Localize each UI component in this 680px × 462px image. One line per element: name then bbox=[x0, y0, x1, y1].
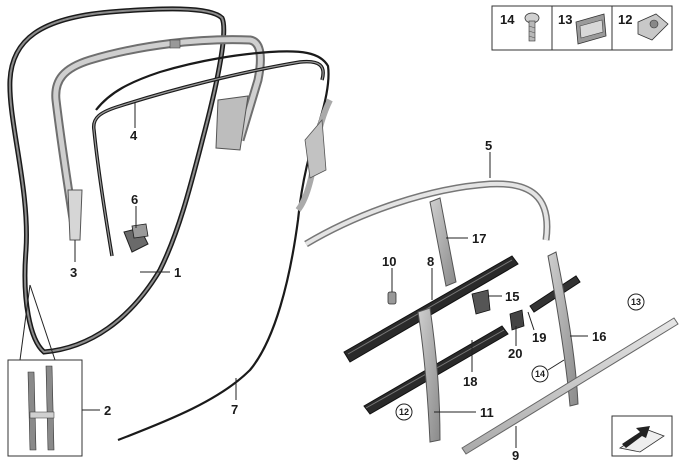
circled-ref-14-text: 14 bbox=[535, 369, 545, 379]
door-seal-part-1 bbox=[7, 6, 227, 355]
label-part-17: 17 bbox=[472, 231, 486, 246]
bracket-part-15 bbox=[471, 289, 491, 315]
upper-channel-part-8 bbox=[343, 255, 519, 363]
label-part-5: 5 bbox=[485, 138, 492, 153]
leader-lines bbox=[19, 103, 588, 448]
label-part-20: 20 bbox=[508, 346, 522, 361]
pillar-cover-part-11 bbox=[417, 307, 441, 443]
label-part-15: 15 bbox=[505, 289, 519, 304]
circled-ref-12: 12 bbox=[395, 403, 413, 421]
label-part-16: 16 bbox=[592, 329, 606, 344]
inner-window-seal-part-4 bbox=[91, 59, 325, 257]
long-trim-part-9 bbox=[461, 317, 679, 455]
circled-ref-14: 14 bbox=[531, 365, 549, 383]
label-part-10: 10 bbox=[382, 254, 396, 269]
label-part-7: 7 bbox=[231, 402, 238, 417]
label-part-8: 8 bbox=[427, 254, 434, 269]
clip-part-20 bbox=[509, 309, 525, 331]
label-part-18: 18 bbox=[463, 374, 477, 389]
label-part-19: 19 bbox=[532, 330, 546, 345]
frame-seal-part-7 bbox=[95, 50, 333, 442]
legend-label-14: 14 bbox=[500, 12, 515, 27]
arched-trim-part-5 bbox=[304, 180, 551, 248]
window-channel-seal-part-3 bbox=[51, 35, 265, 241]
circled-ref-12-text: 12 bbox=[399, 407, 409, 417]
label-part-3: 3 bbox=[70, 265, 77, 280]
fastener-legend: 14 13 12 bbox=[491, 5, 673, 51]
label-part-4: 4 bbox=[130, 128, 138, 143]
label-part-2: 2 bbox=[104, 403, 111, 418]
legend-label-12: 12 bbox=[618, 12, 632, 27]
legend-label-13: 13 bbox=[558, 12, 572, 27]
clip-part-6 bbox=[123, 223, 149, 253]
pillar-trim-part-17 bbox=[429, 197, 457, 287]
label-part-11: 11 bbox=[480, 405, 494, 420]
orientation-arrow-icon bbox=[611, 415, 673, 457]
pillar-trim-part-16 bbox=[547, 251, 579, 407]
label-part-1: 1 bbox=[174, 265, 181, 280]
nut-clip-icon bbox=[637, 13, 669, 41]
detail-inset-part-2 bbox=[7, 359, 83, 457]
clip-part-10 bbox=[387, 291, 397, 305]
screw-icon bbox=[524, 12, 540, 42]
clip-strip-icon bbox=[575, 13, 607, 45]
label-part-6: 6 bbox=[131, 192, 138, 207]
label-part-9: 9 bbox=[512, 448, 519, 462]
circled-ref-13-text: 13 bbox=[631, 297, 641, 307]
circled-ref-13: 13 bbox=[627, 293, 645, 311]
